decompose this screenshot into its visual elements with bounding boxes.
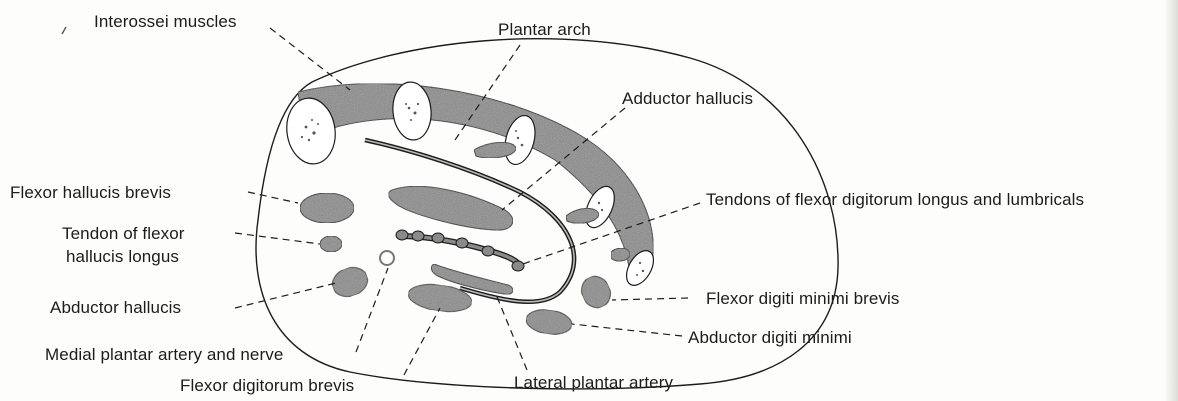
leader-abductor-hallucis bbox=[235, 283, 336, 308]
label-abductor-hallucis: Abductor hallucis bbox=[50, 298, 181, 318]
leader-interossei bbox=[270, 28, 350, 90]
leader-flexor-digiti-minimi-brevis bbox=[612, 298, 688, 300]
leader-flexor-digitorum-brevis bbox=[404, 308, 440, 375]
page-edge-shade bbox=[1164, 0, 1178, 401]
label-abductor-digiti-minimi: Abductor digiti minimi bbox=[688, 328, 852, 348]
abductor-hallucis-muscle bbox=[328, 263, 371, 302]
label-tendons-fdl-lumbricals: Tendons of flexor digitorum longus and l… bbox=[706, 190, 1084, 210]
abductor-digiti-minimi-muscle bbox=[525, 307, 574, 337]
label-medial-plantar-artery-nerve: Medial plantar artery and nerve bbox=[45, 345, 283, 365]
label-tendon-fhl-line2: hallucis longus bbox=[66, 247, 179, 267]
label-plantar-arch: Plantar arch bbox=[498, 20, 591, 40]
tendon-flexor-hallucis-longus bbox=[320, 236, 342, 252]
interosseous-pad-3 bbox=[611, 248, 630, 261]
label-interossei-muscles: Interossei muscles bbox=[94, 12, 237, 32]
label-flexor-digiti-minimi-brevis: Flexor digiti minimi brevis bbox=[706, 289, 900, 309]
label-lateral-plantar-artery: Lateral plantar artery bbox=[514, 373, 673, 393]
fdl-tendons-lumbricals bbox=[396, 230, 524, 271]
stray-mark bbox=[62, 27, 66, 34]
flexor-digitorum-brevis-muscle bbox=[407, 281, 474, 316]
leader-abductor-digiti-minimi bbox=[572, 324, 682, 336]
label-flexor-hallucis-brevis: Flexor hallucis brevis bbox=[10, 183, 171, 203]
medial-plantar-artery-ring bbox=[380, 251, 394, 265]
leader-flexor-hallucis-brevis bbox=[248, 192, 298, 203]
flexor-digiti-minimi-brevis-muscle bbox=[577, 272, 616, 313]
leader-tendon-fhl bbox=[235, 233, 320, 244]
label-flexor-digitorum-brevis: Flexor digitorum brevis bbox=[180, 376, 354, 396]
adductor-hallucis-muscle bbox=[389, 186, 513, 230]
flexor-hallucis-brevis-muscle bbox=[300, 193, 354, 223]
label-adductor-hallucis: Adductor hallucis bbox=[622, 89, 753, 109]
label-tendon-fhl-line1: Tendon of flexor bbox=[62, 224, 185, 244]
